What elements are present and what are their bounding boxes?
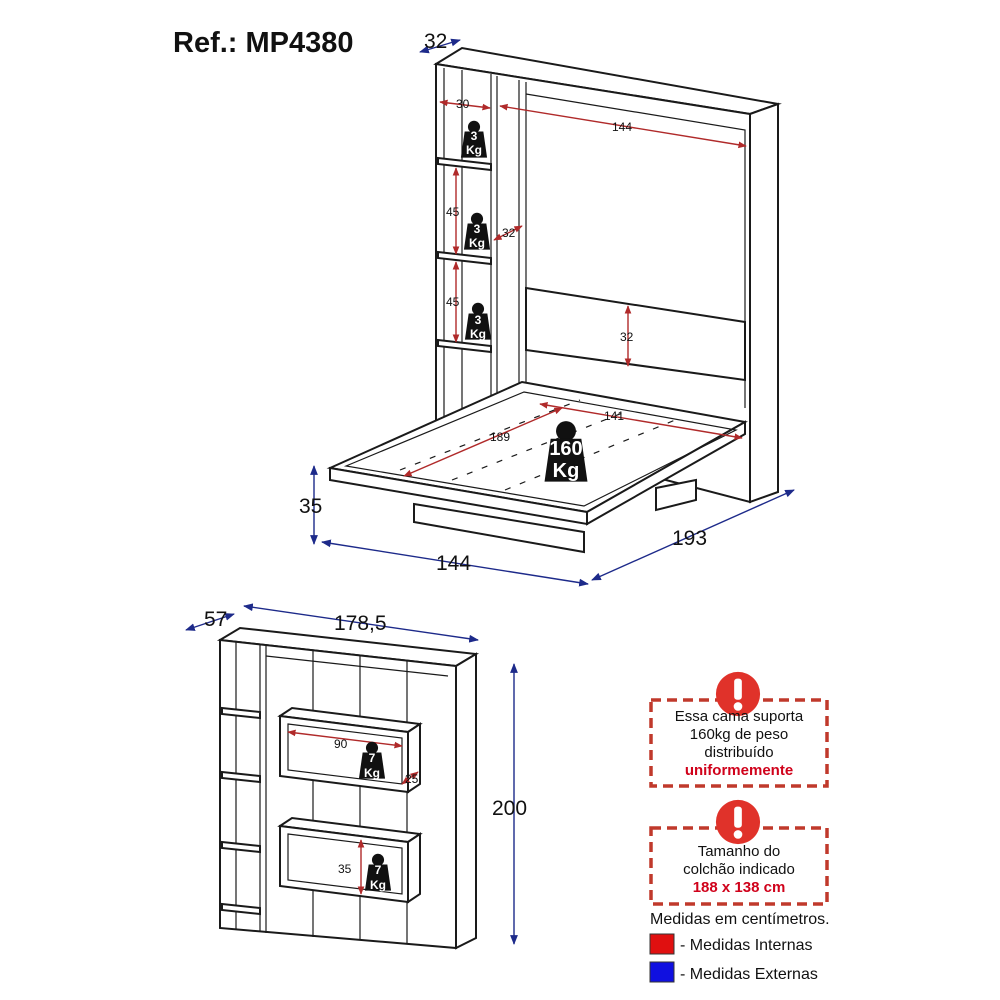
svg-text:distribuído: distribuído [704,744,773,761]
svg-text:3: 3 [475,313,482,327]
dim-niche-width-arrow [287,729,403,749]
dim-headboard: 32 [620,330,634,344]
dim-niche-width: 90 [334,737,348,751]
weight-icon: 7 Kg [364,853,392,892]
svg-text:Kg: Kg [466,143,482,157]
dim-shelf-width: 30 [456,97,470,111]
mattress-size-note: Tamanho do colchão indicado 188 x 138 cm [649,799,829,906]
dim-shelf-depth-arrow [493,225,523,241]
svg-text:160: 160 [549,438,582,460]
shelf [437,156,492,172]
dim-niche-depth: 25 [405,772,419,786]
shelf [221,902,261,916]
dim-inner-width: 144 [612,120,632,134]
warning-icon [715,799,761,845]
niche-lower-side [407,832,421,904]
legend-swatch-internal [649,933,675,955]
legend-label-internal: - Medidas Internas [680,937,813,954]
shelf [221,840,261,854]
dim-bed-width: 141 [604,409,624,423]
dim-closed-width-arrow [243,603,479,643]
svg-text:7: 7 [369,751,376,765]
weight-icon: 160 Kg [544,421,588,482]
weight-icon: 3 Kg [463,212,491,250]
dim-shelf-depth: 32 [502,226,516,240]
svg-text:colchão indicado: colchão indicado [683,861,795,878]
svg-text:Tamanho do: Tamanho do [698,843,781,860]
svg-text:Kg: Kg [470,327,486,341]
dim-depth-top: 32 [424,30,447,53]
shelf [437,338,492,354]
bed-leg [655,478,697,512]
shelf [221,770,261,784]
dim-shelf-height-1: 45 [446,205,460,219]
weight-icon: 7 Kg [358,741,386,780]
weight-icon: 3 Kg [460,120,488,158]
dim-inner-width-arrow [499,103,747,149]
dim-width: 144 [436,552,471,575]
legend-swatch-external [649,961,675,983]
dim-shelf-width-arrow [439,99,491,111]
dim-width-arrow [321,539,589,587]
svg-text:Kg: Kg [469,236,485,250]
shelf [437,250,492,266]
svg-text:Essa cama suporta: Essa cama suporta [675,708,804,725]
weight-icon: 3 Kg [464,302,492,341]
svg-text:uniformemente: uniformemente [685,762,793,779]
closed-right-side [455,652,477,950]
dim-bed-width-arrow [539,401,743,441]
dim-niche-height: 35 [338,862,352,876]
dim-length-arrow [591,489,795,581]
dim-closed-height: 200 [492,797,527,820]
headboard-panel [525,286,746,382]
svg-text:3: 3 [471,129,478,143]
svg-text:Kg: Kg [370,878,386,892]
svg-text:Kg: Kg [553,460,580,482]
closed-bed-drawing [216,626,480,950]
cabinet-right-side [749,102,779,504]
dim-bed-length-arrow [403,407,563,477]
legend-label-external: - Medidas Externas [680,966,818,983]
legend: Medidas em centímetros. - Medidas Intern… [649,911,830,983]
closed-front [219,638,457,950]
dim-closed-depth-arrow [185,613,235,631]
svg-text:160kg de peso: 160kg de peso [690,726,788,743]
svg-text:Kg: Kg [364,766,380,780]
shelf [221,706,261,720]
load-warning-note: Essa cama suporta 160kg de peso distribu… [649,671,829,788]
panel-top-edge [265,655,449,677]
dim-closed-width: 178,5 [334,612,387,635]
svg-text:188 x 138 cm: 188 x 138 cm [693,879,786,896]
svg-text:3: 3 [474,222,481,236]
title: Ref.: MP4380 [173,27,354,59]
dim-length: 193 [672,527,707,550]
svg-text:7: 7 [375,863,382,877]
dim-niche-depth-arrow [401,771,419,785]
dim-bed-length: 189 [490,430,510,444]
dim-depth-arrow [419,38,461,54]
legend-title: Medidas em centímetros. [650,911,830,928]
dim-closed-depth: 57 [204,608,227,631]
dim-height: 35 [299,495,322,518]
dim-shelf-height-2: 45 [446,295,460,309]
